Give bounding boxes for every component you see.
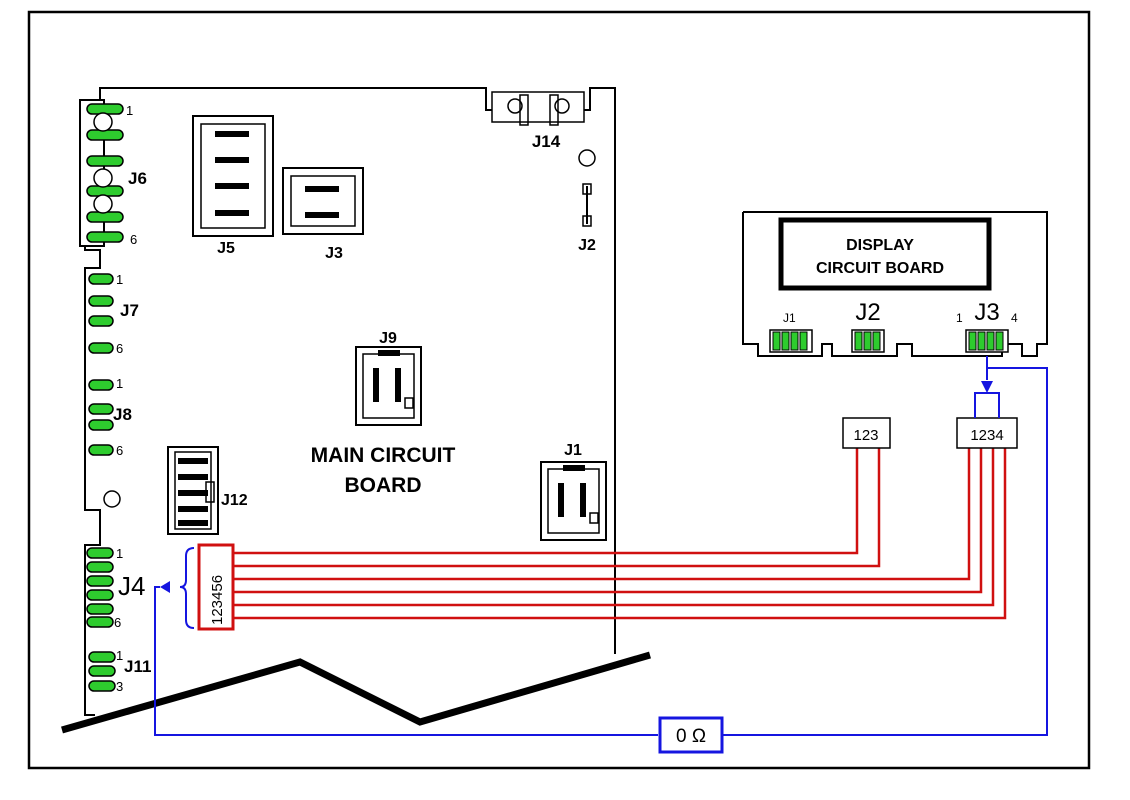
zero-ohm-resistor (658, 716, 724, 754)
jumper-arrow-head (981, 381, 993, 393)
wire-pin5 (232, 446, 881, 568)
j14-label: J14 (532, 132, 561, 151)
display-connector-j3 (965, 329, 1009, 353)
j2-main-label: J2 (578, 237, 596, 254)
display-j1-label: J1 (783, 311, 796, 325)
display-connector-j2 (851, 329, 885, 353)
connector-j2-main (582, 183, 592, 227)
board-break-line (61, 651, 651, 734)
connector-j14 (491, 91, 585, 126)
connector-j9 (355, 346, 422, 426)
wire-pin6 (232, 446, 859, 555)
connector-j11 (88, 651, 116, 692)
j6-pin-last: 6 (130, 232, 137, 247)
j11-pin-first: 1 (116, 648, 123, 663)
display-j2-plug-pins: 123 (853, 427, 878, 444)
display-j3-pin-last: 4 (1011, 311, 1018, 325)
display-circuit-board: DISPLAY CIRCUIT BOARD J1 J2 1 J3 (742, 211, 1048, 357)
display-j3-label: J3 (974, 299, 999, 326)
j12-label: J12 (221, 492, 248, 509)
display-j2-plug (842, 417, 891, 449)
display-connector-j1 (769, 329, 813, 353)
main-board-title-line1: MAIN CIRCUIT (311, 444, 456, 467)
connector-j5 (192, 115, 274, 237)
main-circuit-board: MAIN CIRCUIT BOARD 1 J6 6 1 J7 6 (61, 87, 651, 734)
red-wire-harness (232, 446, 1007, 620)
connector-j6 (79, 99, 124, 247)
mounting-hole (103, 490, 121, 508)
display-j3-plug (956, 417, 1018, 449)
j7-label: J7 (120, 301, 139, 320)
j4-label: J4 (118, 571, 145, 601)
connector-j4 (86, 547, 114, 628)
display-j2-label: J2 (855, 299, 880, 326)
connector-j8 (88, 379, 114, 456)
j7-pin-first: 1 (116, 272, 123, 287)
wire-pin4 (232, 446, 971, 581)
j6-pin-first: 1 (126, 103, 133, 118)
board-hole-top (578, 149, 596, 167)
j1-main-label: J1 (564, 442, 582, 459)
j9-label: J9 (379, 330, 397, 347)
connector-j12 (167, 446, 219, 535)
display-j3-plug-pins: 1234 (970, 427, 1003, 444)
j11-pin-last: 3 (116, 679, 123, 694)
wire-pin3 (232, 446, 983, 594)
wire-pin1 (232, 446, 1007, 620)
j4-arrow-head (160, 581, 170, 593)
main-board-title-line2: BOARD (345, 474, 422, 497)
display-board-title-line2: CIRCUIT BOARD (816, 260, 944, 277)
wire-pin2 (232, 446, 995, 607)
j4-bracket (179, 547, 195, 629)
display-board-title-line1: DISPLAY (846, 237, 914, 254)
j4-plug (197, 543, 235, 631)
j6-label: J6 (128, 169, 147, 188)
j8-label: J8 (113, 405, 132, 424)
connector-j7 (88, 273, 114, 354)
j4-pin-first: 1 (116, 546, 123, 561)
display-screen (778, 217, 992, 291)
j8-pin-last: 6 (116, 443, 123, 458)
main-board-outline (84, 87, 616, 716)
diagram-frame (27, 10, 1091, 770)
j11-label: J11 (124, 657, 151, 676)
zero-ohm-label: 0 Ω (676, 726, 706, 747)
j4-plug-pins: 123456 (209, 575, 226, 625)
j7-pin-last: 6 (116, 341, 123, 356)
j8-pin-first: 1 (116, 376, 123, 391)
connector-j1-main (540, 461, 607, 541)
connector-j3-main (282, 167, 364, 235)
j3-main-label: J3 (325, 245, 343, 262)
j4-pin-last: 6 (114, 615, 121, 630)
display-j3-pin-first: 1 (956, 311, 963, 325)
j5-label: J5 (217, 240, 235, 257)
